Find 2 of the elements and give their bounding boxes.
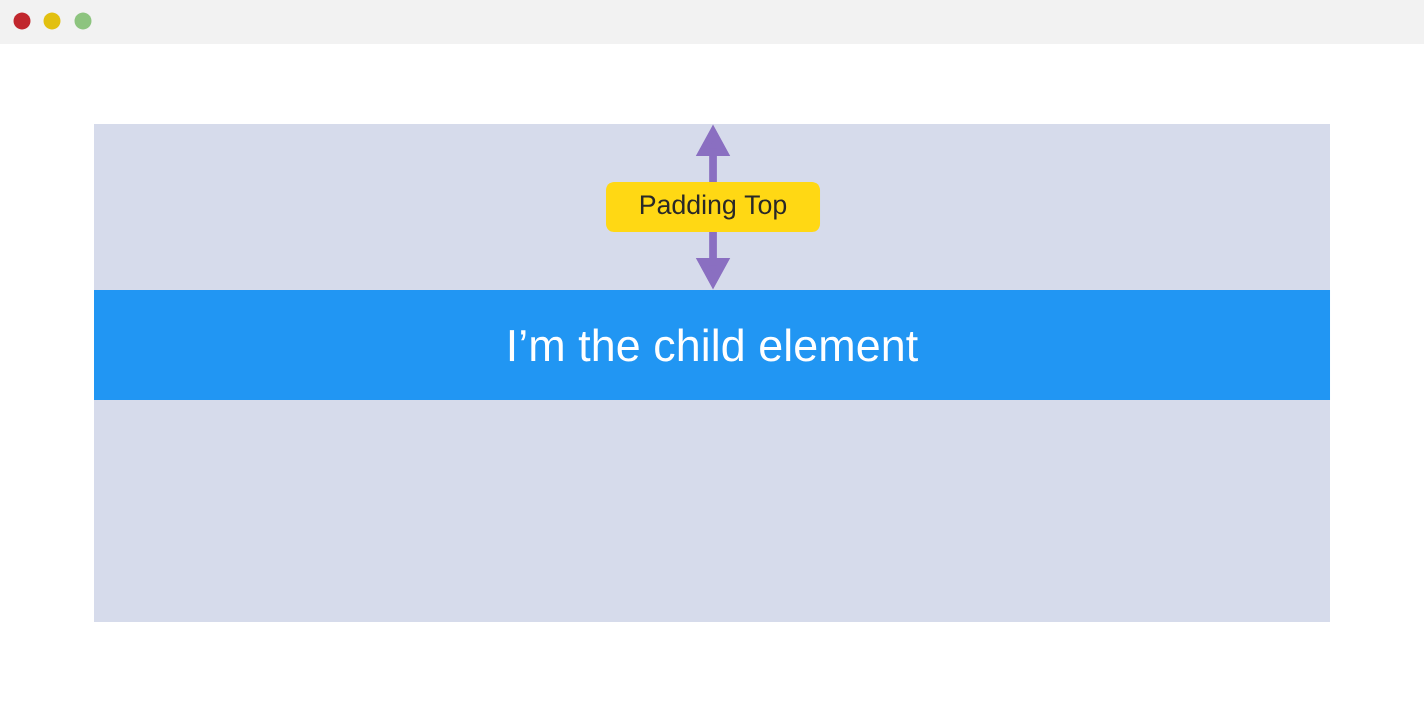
- child-element-box: I’m the child element: [94, 290, 1330, 400]
- padding-label: Padding Top: [606, 182, 820, 232]
